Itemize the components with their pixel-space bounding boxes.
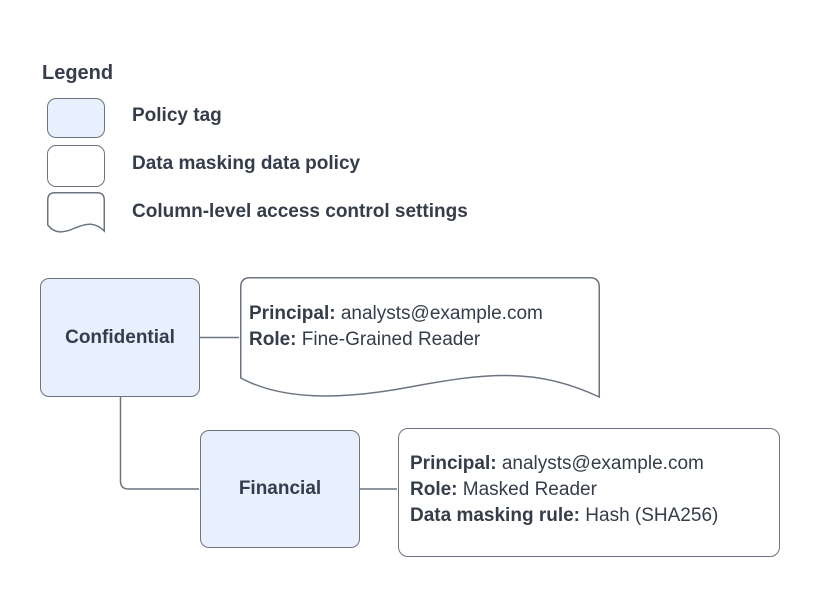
data-policy-card-text: Principal: analysts@example.com Role: Ma… <box>410 451 718 529</box>
policy-tag-swatch-icon <box>47 98 105 138</box>
legend-item-data-policy: Data masking data policy <box>132 153 361 174</box>
access-control-card-shape <box>240 277 600 399</box>
legend-title: Legend <box>42 62 114 84</box>
principal-line: Principal: analysts@example.com <box>249 303 543 324</box>
legend-item-policy-tag: Policy tag <box>132 105 222 126</box>
legend: Legend <box>42 62 113 85</box>
access-control-swatch-icon <box>47 192 105 239</box>
policy-tag-confidential-label: Confidential <box>65 326 175 348</box>
masking-rule-line: Data masking rule: Hash (SHA256) <box>410 505 719 526</box>
connector-confidential-to-financial <box>119 397 199 490</box>
policy-tag-confidential: Confidential <box>40 278 200 397</box>
data-policy-swatch-icon <box>47 145 105 187</box>
principal-line: Principal: analysts@example.com <box>410 453 704 474</box>
access-control-card: Principal: analysts@example.com Role: Fi… <box>240 277 600 402</box>
policy-tag-financial: Financial <box>200 430 360 548</box>
legend-item-access-control: Column-level access control settings <box>132 201 468 222</box>
data-policy-card: Principal: analysts@example.com Role: Ma… <box>398 428 780 557</box>
access-control-card-text: Principal: analysts@example.com Role: Fi… <box>249 301 543 353</box>
role-line: Role: Fine-Grained Reader <box>249 329 481 350</box>
role-line: Role: Masked Reader <box>410 479 597 500</box>
policy-tag-financial-label: Financial <box>238 478 322 499</box>
